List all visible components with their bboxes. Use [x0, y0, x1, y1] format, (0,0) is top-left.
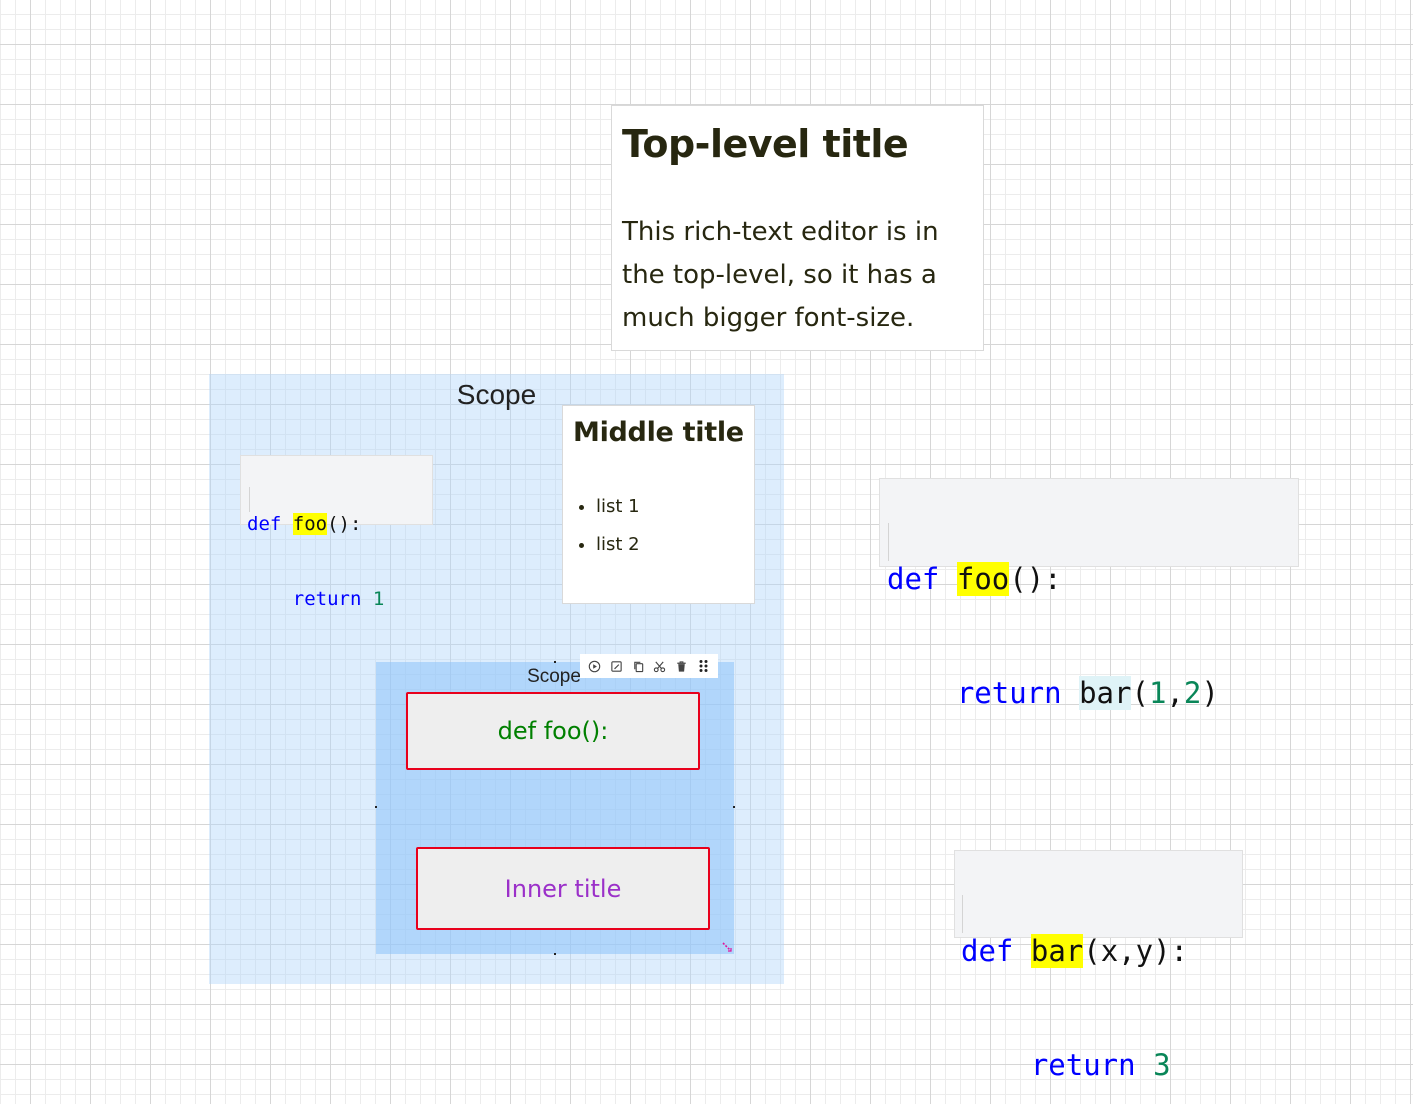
code-cell-foo-large[interactable]: def foo(): return bar(1,2): [879, 478, 1299, 710]
code-cell-bar[interactable]: def bar(x,y): return 3: [954, 850, 1243, 1082]
node-toolbar: [580, 654, 718, 678]
inner-scope-title: Scope: [527, 666, 581, 687]
top-level-body: This rich-text editor is in the top-leve…: [622, 217, 939, 333]
copy-icon[interactable]: [630, 658, 646, 674]
code-line-1: def foo():: [247, 513, 362, 535]
indent-guide: [249, 487, 250, 512]
indent-guide: [962, 895, 963, 933]
middle-rich-text[interactable]: Middle title list 1 list 2: [562, 405, 755, 604]
code-cell-foo-small[interactable]: def foo(): return 1: [240, 455, 433, 610]
code-line-1: def bar(x,y):: [961, 934, 1189, 968]
cut-icon[interactable]: [652, 658, 668, 674]
indent-guide: [888, 523, 889, 561]
delete-icon[interactable]: [673, 658, 689, 674]
rich-node-label: Inner title: [504, 874, 622, 903]
code-line-2: return 3: [1030, 1048, 1171, 1082]
middle-list: list 1 list 2: [573, 488, 744, 564]
code-line-1: def foo():: [887, 562, 1062, 596]
run-icon[interactable]: [587, 658, 603, 674]
top-level-title: Top-level title: [622, 122, 909, 166]
middle-title: Middle title: [573, 417, 744, 448]
top-level-rich-text[interactable]: Top-level title This rich-text editor is…: [611, 105, 984, 351]
edit-icon[interactable]: [608, 658, 624, 674]
drag-handle-icon[interactable]: [695, 658, 711, 674]
code-node-def-foo[interactable]: def foo():: [406, 692, 700, 770]
list-item: list 1: [596, 488, 744, 526]
right-handle[interactable]: [733, 806, 735, 808]
resize-handle-icon[interactable]: [721, 941, 733, 953]
top-handle[interactable]: [554, 661, 556, 663]
rich-node-inner-title[interactable]: Inner title: [416, 847, 710, 930]
list-item: list 2: [596, 526, 744, 564]
code-line-2: return bar(1,2): [956, 676, 1219, 710]
outer-scope-title: Scope: [456, 379, 537, 410]
code-node-label: def foo():: [497, 717, 609, 745]
bottom-handle[interactable]: [554, 953, 556, 955]
left-handle[interactable]: [375, 806, 377, 808]
code-line-2: return 1: [292, 588, 385, 610]
